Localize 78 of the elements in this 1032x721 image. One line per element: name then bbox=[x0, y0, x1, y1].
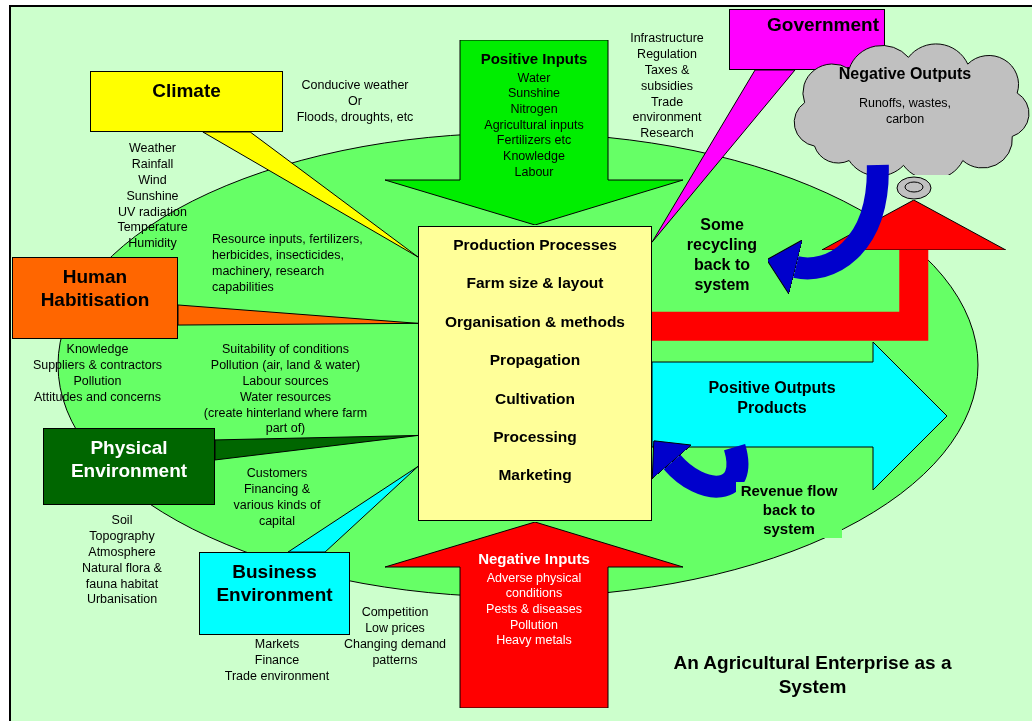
note-text: Research bbox=[640, 126, 694, 143]
diagram-title: An Agricultural Enterprise as a System bbox=[672, 651, 953, 699]
callout-pointer bbox=[202, 131, 419, 258]
node-title: Negative Inputs bbox=[478, 550, 590, 569]
note-text: Changing demand patterns bbox=[342, 636, 448, 669]
node-title: Physical Environment bbox=[69, 437, 189, 483]
note-text: Regulation bbox=[637, 46, 697, 63]
edge-label: Revenue flow back to system bbox=[736, 482, 842, 539]
note-text: Low prices bbox=[365, 620, 425, 637]
process-step: Marketing bbox=[498, 465, 572, 485]
note-text: Trade environment bbox=[224, 668, 330, 685]
list-item: Sunshine bbox=[507, 86, 561, 102]
node-title: Government bbox=[766, 14, 880, 37]
process-step: Processing bbox=[493, 426, 577, 447]
note-text: Rainfall bbox=[131, 156, 174, 173]
list-item: Adverse physical conditions bbox=[485, 570, 583, 602]
note-text: Knowledge bbox=[66, 342, 129, 358]
note-text: Sunshine bbox=[126, 188, 179, 205]
note-text: Competition bbox=[361, 605, 429, 621]
note-text: (create hinterland where farm part of) bbox=[202, 405, 369, 438]
note-text: Finance bbox=[254, 652, 300, 669]
note-text: Suitability of conditions bbox=[221, 342, 350, 358]
note-text: Soil bbox=[111, 513, 133, 529]
callout-pointer bbox=[651, 69, 796, 243]
note-text: Weather bbox=[129, 141, 176, 157]
note-text: Atmosphere bbox=[88, 544, 156, 561]
node-title: Business Environment bbox=[215, 561, 334, 607]
arrow bbox=[652, 199, 1007, 341]
note-text: Markets bbox=[254, 637, 300, 653]
note-text: Urbanisation bbox=[86, 592, 158, 609]
note-text: Wind bbox=[138, 172, 167, 189]
node-title: Human Habitisation bbox=[39, 266, 151, 312]
callout-pointer bbox=[287, 465, 419, 553]
note-text: Taxes & subsidies bbox=[639, 62, 695, 95]
callout-box bbox=[12, 257, 178, 339]
note-text: Water resources bbox=[239, 389, 332, 406]
list-item: Heavy metals bbox=[496, 633, 572, 649]
note-text: Natural flora & fauna habitat bbox=[81, 560, 163, 593]
node-title: Negative Outputs bbox=[838, 64, 972, 84]
note-text: Resource inputs, fertilizers, herbicides, insecticides, machinery, research capabilities bbox=[212, 232, 364, 296]
list-item: Pests & diseases bbox=[486, 602, 582, 618]
callout-pointer bbox=[214, 434, 419, 461]
callout-box bbox=[199, 552, 350, 635]
note-text: Topography bbox=[89, 528, 155, 545]
list-item: Knowledge bbox=[503, 148, 565, 165]
list-item: Pollution bbox=[510, 617, 558, 634]
note-text: Customers bbox=[246, 466, 308, 482]
process-step: Farm size & layout bbox=[466, 273, 604, 293]
node-title: Positive Inputs bbox=[480, 50, 588, 69]
note-text: Trade environment bbox=[631, 94, 703, 127]
list-item: Products bbox=[737, 398, 807, 418]
list-item: Fertilizers etc bbox=[496, 133, 572, 149]
note-text: Floods, droughts, etc bbox=[296, 109, 414, 126]
note-text: Pollution (air, land & water) bbox=[210, 357, 361, 374]
note-text: Financing & various kinds of capital bbox=[232, 481, 322, 530]
note-text: Labour sources bbox=[242, 373, 329, 390]
process-step: Propagation bbox=[489, 350, 581, 370]
process-step: Cultivation bbox=[494, 388, 576, 408]
list-item: Water bbox=[517, 70, 551, 87]
node-title: Climate bbox=[151, 80, 222, 103]
note-text: Humidity bbox=[128, 236, 177, 253]
list-item: Labour bbox=[514, 164, 554, 181]
process-step: Organisation & methods bbox=[445, 311, 625, 332]
list-item: Agricultural inputs bbox=[484, 117, 584, 134]
process-box bbox=[418, 226, 652, 521]
callout-pointer bbox=[177, 304, 419, 326]
note-text: Or bbox=[348, 93, 362, 110]
node-title: Positive Outputs bbox=[708, 378, 836, 398]
callout-box bbox=[43, 428, 215, 505]
process-step: Production Processes bbox=[453, 235, 617, 255]
note-text: Infrastructure bbox=[630, 31, 704, 47]
arrow bbox=[651, 441, 749, 498]
list-item: Nitrogen bbox=[510, 102, 558, 118]
note-text: Conducive weather bbox=[301, 78, 409, 94]
note-text: Pollution bbox=[73, 373, 122, 390]
callout-box bbox=[90, 71, 283, 132]
list-item: Runoffs, wastes, carbon bbox=[857, 96, 953, 128]
note-text: Suppliers & contractors bbox=[32, 357, 163, 374]
